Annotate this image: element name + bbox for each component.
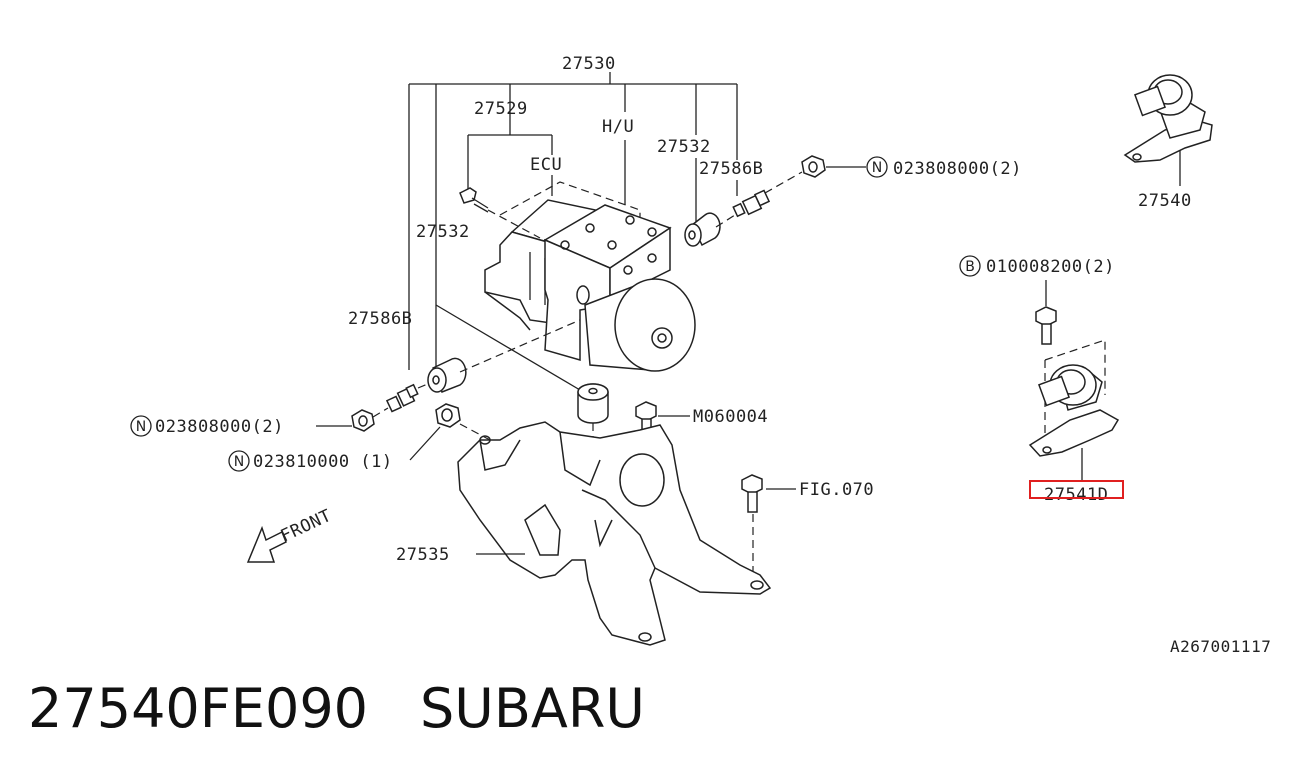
- label-nut-left: 023808000(2): [155, 417, 284, 437]
- label-27540: 27540: [1138, 191, 1192, 211]
- bracket-27540: [1123, 74, 1213, 186]
- label-bolt-b: 010008200(2): [986, 257, 1115, 277]
- bracket-27535: [457, 421, 772, 646]
- grommet-left: [427, 357, 467, 393]
- label-27529: 27529: [474, 99, 528, 119]
- label-m060004: M060004: [693, 407, 768, 427]
- unit-outline-lines: [435, 304, 581, 391]
- part-number: 27540FE090: [28, 677, 369, 740]
- symbol-b-bolt: B: [959, 255, 981, 277]
- label-reference: A267001117: [1170, 637, 1271, 656]
- front-arrow: FRONT: [246, 506, 335, 563]
- label-27530: 27530: [562, 54, 616, 74]
- symbol-n-flange: N: [228, 450, 250, 472]
- spacer-left: [385, 383, 419, 413]
- flange-nut: [435, 403, 461, 428]
- svg-text:N: N: [872, 160, 882, 176]
- grommet-center: [577, 383, 609, 424]
- highlight-box: [1029, 480, 1124, 499]
- nut-right: [801, 155, 826, 178]
- label-fig070: FIG.070: [799, 480, 874, 500]
- grommet-right: [684, 212, 721, 247]
- svg-text:N: N: [136, 419, 146, 435]
- bolt-27529: [459, 187, 489, 213]
- label-27586b-right: 27586B: [699, 159, 763, 179]
- label-27586b-left: 27586B: [348, 309, 412, 329]
- svg-text:N: N: [234, 454, 244, 470]
- label-27532-right: 27532: [657, 137, 711, 157]
- label-nut-right: 023808000(2): [893, 159, 1022, 179]
- bracket-27541d: [1028, 280, 1120, 480]
- brand-name: SUBARU: [420, 677, 645, 740]
- label-hu: H/U: [602, 117, 634, 137]
- label-27532-left: 27532: [416, 222, 470, 242]
- leader-lines-27530: [408, 72, 738, 380]
- label-front: FRONT: [278, 506, 335, 547]
- label-ecu: ECU: [530, 155, 562, 175]
- symbol-n-right: N: [866, 156, 888, 178]
- label-flange-nut: 023810000 (1): [253, 452, 393, 472]
- svg-text:B: B: [965, 259, 975, 275]
- small-parts: [316, 155, 866, 640]
- label-27541d: 27541D: [1044, 485, 1108, 505]
- symbol-n-left: N: [130, 415, 152, 437]
- hydraulic-unit: [484, 181, 696, 372]
- spacer-right: [732, 189, 771, 218]
- bolt-fig070: [741, 474, 763, 513]
- label-27535: 27535: [396, 545, 450, 565]
- nut-left: [351, 409, 375, 432]
